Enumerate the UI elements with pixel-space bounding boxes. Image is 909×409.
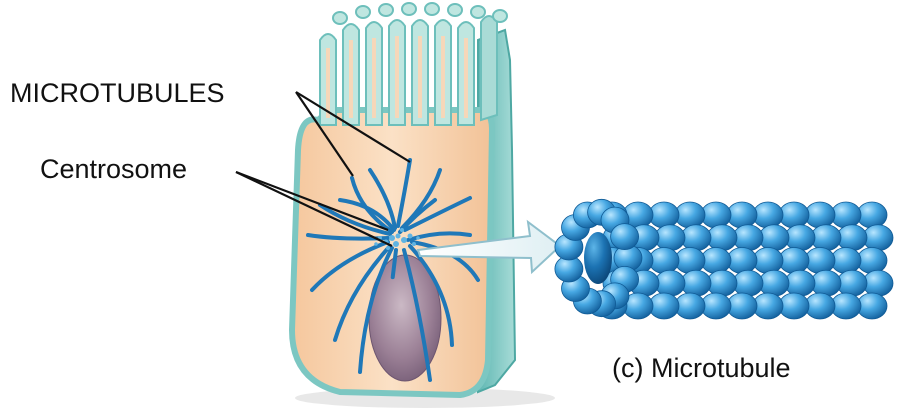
tubulin-subunit (779, 293, 809, 319)
tubulin-subunit (675, 202, 705, 228)
tubulin-subunit (707, 225, 737, 251)
tubulin-subunit (649, 248, 679, 274)
tubulin-subunit (857, 202, 887, 228)
figure-caption: (c) Microtubule (612, 355, 791, 382)
tubulin-subunit (701, 248, 731, 274)
tubulin-subunit (753, 293, 783, 319)
tubulin-subunit (779, 202, 809, 228)
tubulin-subunit (779, 248, 809, 274)
tubulin-subunit (727, 248, 757, 274)
tubulin-subunit (649, 202, 679, 228)
tubulin-subunit (805, 248, 835, 274)
microtubules-label: MICROTUBULES (10, 80, 225, 107)
tubulin-subunit (805, 293, 835, 319)
tubulin-subunit (675, 248, 705, 274)
tubulin-ring-subunit (611, 224, 639, 250)
tubulin-subunit (707, 270, 737, 296)
tubulin-subunit (785, 270, 815, 296)
tubulin-subunit (837, 270, 867, 296)
tubulin-subunit (863, 225, 893, 251)
tubulin-subunit (753, 202, 783, 228)
tubulin-subunit (837, 225, 867, 251)
centrosome-label: Centrosome (40, 156, 187, 183)
tubulin-subunit (759, 270, 789, 296)
tubulin-subunit (753, 248, 783, 274)
microtubule-cylinder (555, 199, 893, 319)
tubulin-subunit (831, 248, 861, 274)
tubulin-subunit (701, 202, 731, 228)
tubulin-subunit (727, 202, 757, 228)
microtubule-lumen (584, 232, 612, 284)
tubulin-subunit (857, 248, 887, 274)
tubulin-subunit (759, 225, 789, 251)
tubulin-subunit (675, 293, 705, 319)
tubulin-subunit (831, 202, 861, 228)
epithelial-cell (292, 3, 555, 408)
tubulin-subunit (733, 225, 763, 251)
tubulin-subunit (805, 202, 835, 228)
tubulin-subunit (831, 293, 861, 319)
tubulin-subunit (655, 225, 685, 251)
tubulin-subunit (727, 293, 757, 319)
tubulin-subunit (811, 270, 841, 296)
tubulin-subunit (733, 270, 763, 296)
tubulin-subunit (863, 270, 893, 296)
tubulin-subunit (785, 225, 815, 251)
tubulin-subunit (811, 225, 841, 251)
tubulin-subunit (649, 293, 679, 319)
tubulin-subunit (701, 293, 731, 319)
tubulin-subunit (655, 270, 685, 296)
tubulin-subunit (857, 293, 887, 319)
tubulin-subunit (681, 270, 711, 296)
tubulin-subunit (681, 225, 711, 251)
